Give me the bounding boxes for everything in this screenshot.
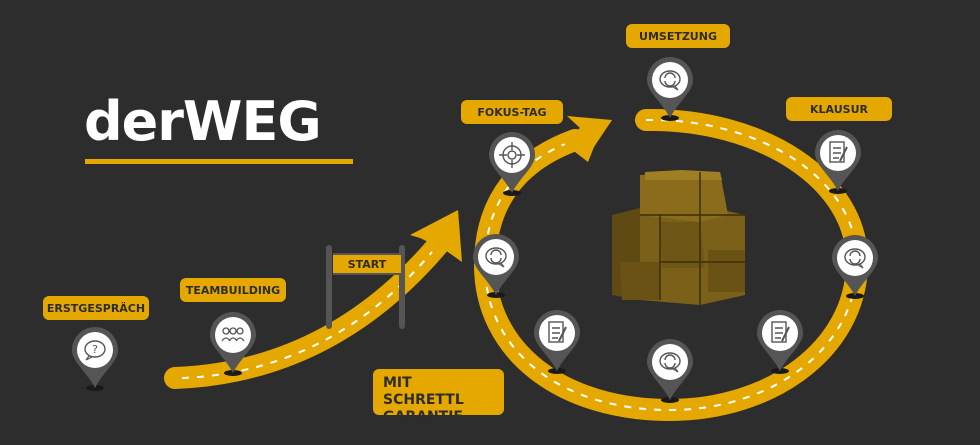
refresh-chat-icon — [485, 247, 507, 268]
checklist-icon — [829, 141, 848, 163]
refresh-chat-icon — [659, 70, 681, 91]
start-road-arrowhead — [410, 210, 462, 262]
label-fokus-tag: FOKUS-TAG — [461, 100, 563, 124]
guarantee-line-2: GARANTIE — [383, 409, 463, 425]
pin-loop-left — [473, 234, 519, 298]
checklist-icon — [771, 321, 790, 343]
pin-loop-bottom-left — [534, 310, 580, 374]
pin-loop-bottom-right — [757, 310, 803, 374]
start-banner: START — [333, 253, 401, 275]
target-icon — [499, 142, 525, 168]
question-chat-icon: ? — [84, 340, 106, 361]
label-umsetzung: UMSETZUNG — [626, 24, 730, 48]
refresh-chat-icon — [844, 248, 866, 269]
pin-klausur — [815, 130, 861, 194]
pin-umsetzung — [647, 57, 693, 121]
team-icon — [221, 327, 245, 342]
page-title: derWEG — [84, 90, 322, 153]
label-erstgespraech: ERSTGESPRÄCH — [43, 296, 149, 320]
label-teambuilding: TEAMBUILDING — [180, 278, 286, 302]
title-underline — [85, 159, 353, 164]
pin-fokus-tag — [489, 132, 535, 196]
guarantee-line-1: MIT SCHRETTL — [383, 375, 464, 408]
pin-loop-right — [832, 235, 878, 299]
label-klausur: KLAUSUR — [786, 97, 892, 121]
pin-erstgespraech: ? — [72, 327, 118, 391]
pin-loop-bottom — [647, 339, 693, 403]
loop-road-arrowhead — [562, 116, 612, 162]
refresh-chat-icon — [659, 352, 681, 373]
svg-text:?: ? — [92, 343, 98, 356]
cube-illustration — [612, 170, 745, 305]
checklist-icon — [548, 321, 567, 343]
guarantee-box: MIT SCHRETTL GARANTIE — [373, 369, 504, 425]
pin-teambuilding — [210, 312, 256, 376]
